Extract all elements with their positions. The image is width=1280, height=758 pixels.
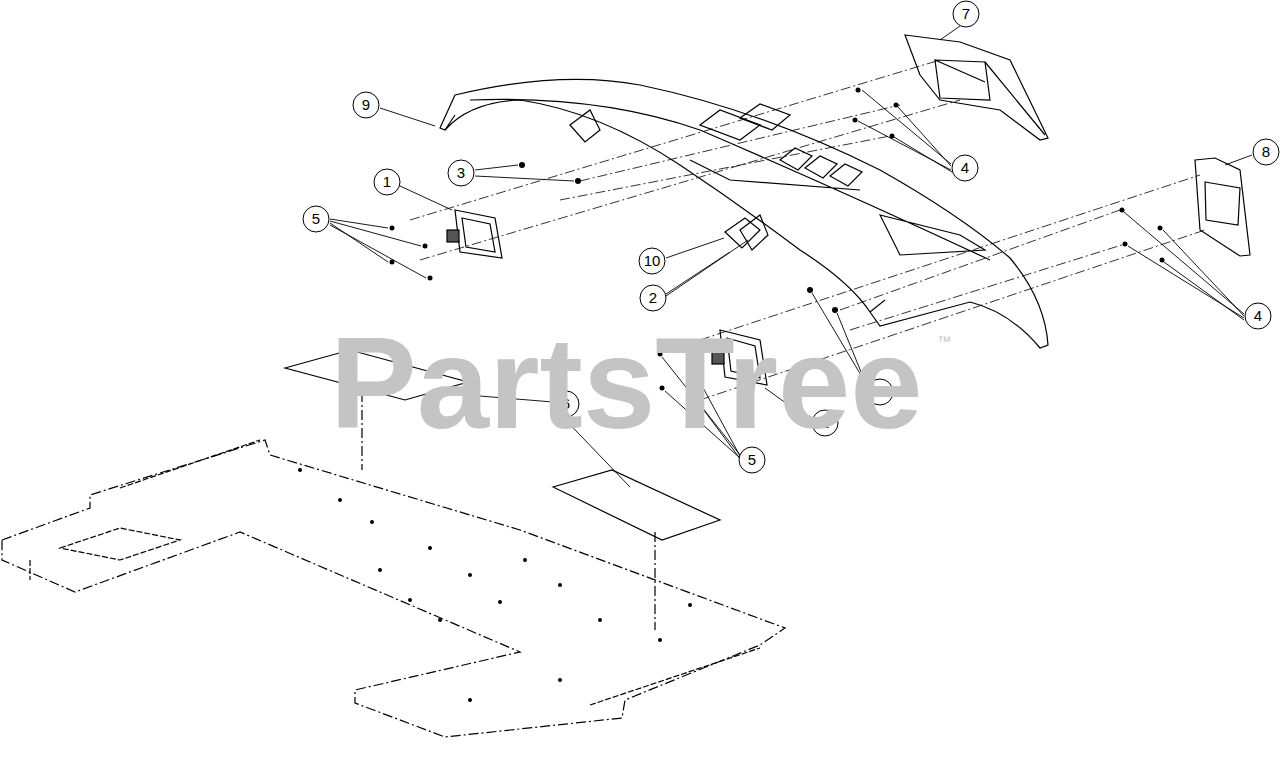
- callout-number: 5: [302, 205, 330, 233]
- hood-bracket: [445, 110, 885, 312]
- callout-number: 10: [638, 247, 666, 275]
- hood-vents: [700, 104, 862, 186]
- callout-number: 5: [738, 446, 766, 474]
- callout-number: 4: [951, 154, 979, 182]
- plate-holes: [298, 468, 692, 702]
- headlight: [447, 210, 502, 258]
- plate-slot: [60, 528, 180, 560]
- callout-number: 3: [447, 159, 475, 187]
- callout-number: 7: [952, 0, 980, 28]
- callout-number: 4: [1244, 302, 1272, 330]
- callout-circles: [303, 1, 1279, 473]
- pad: [553, 470, 720, 540]
- plate-rail: [30, 440, 760, 705]
- trademark-mark: ™: [937, 333, 951, 349]
- watermark: PartsTree: [330, 318, 923, 448]
- hood-crease: [470, 99, 990, 260]
- leader-lines: [330, 26, 1252, 487]
- callout-number: 9: [352, 91, 380, 119]
- floor-plate: [2, 440, 785, 737]
- vent: [905, 35, 1048, 140]
- callout-number: 2: [639, 284, 667, 312]
- vent: [1195, 158, 1250, 256]
- hood: [440, 79, 1048, 348]
- callout-number: 8: [1252, 138, 1280, 166]
- callout-number: 1: [373, 168, 401, 196]
